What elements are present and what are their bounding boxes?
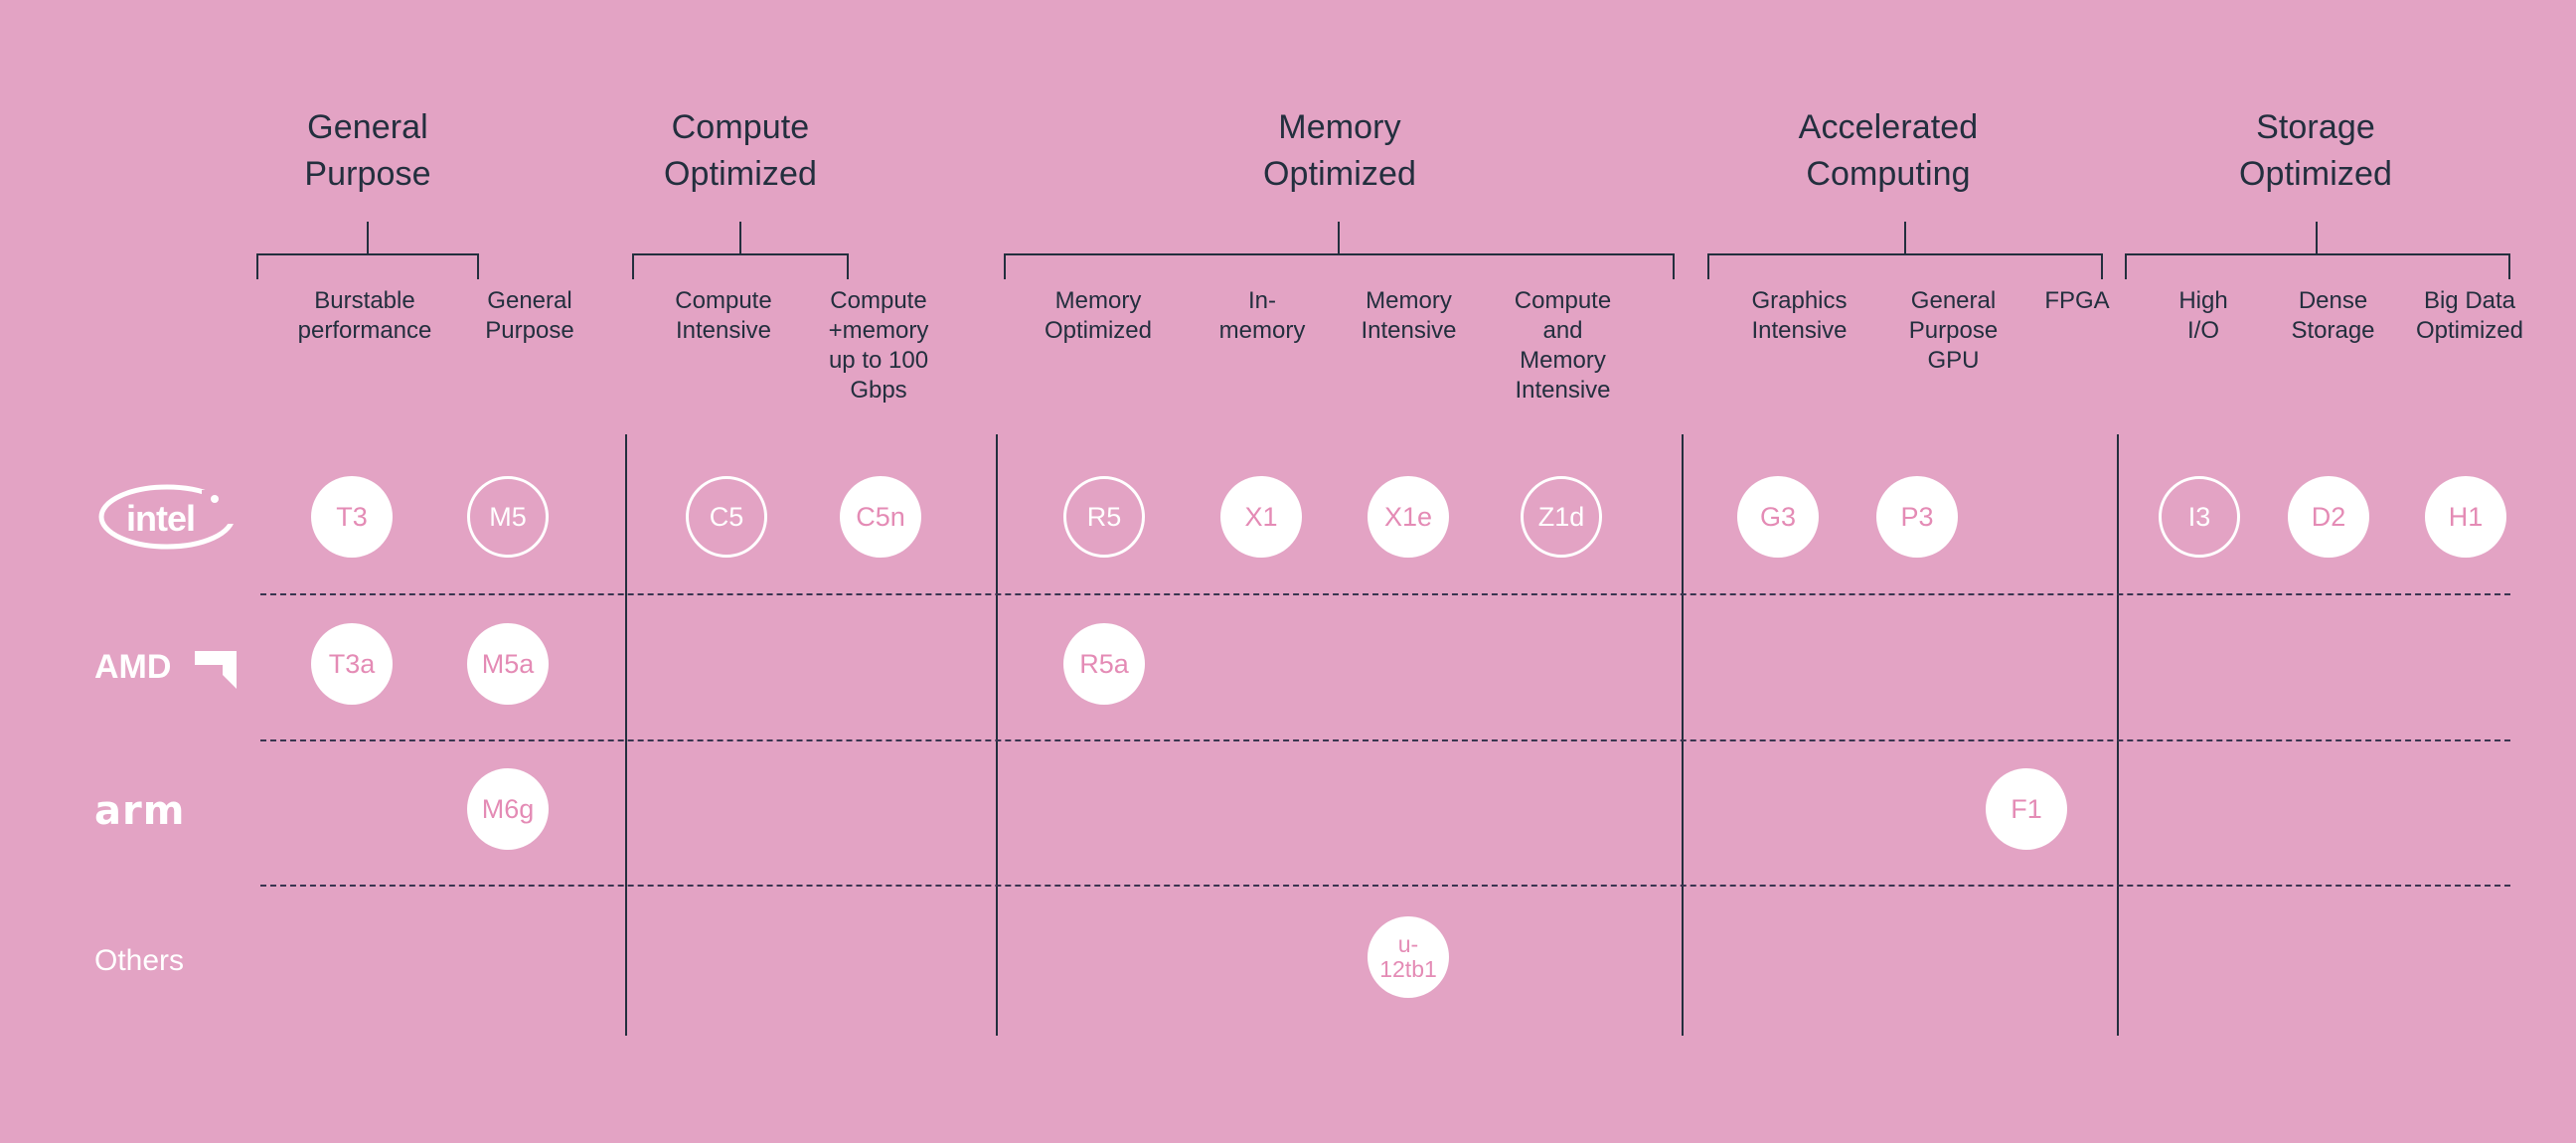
sublabel-dense-storage: Dense Storage — [2291, 287, 2375, 344]
chip-label: u- 12tb1 — [1379, 931, 1437, 982]
chip-c5n[interactable]: C5n — [840, 476, 921, 558]
vendor-label-others: Others — [94, 944, 185, 977]
chip-u-12tb1[interactable]: u- 12tb1 — [1368, 916, 1449, 998]
chip-label: D2 — [2311, 501, 2346, 532]
chip-f1[interactable]: F1 — [1986, 768, 2067, 850]
chip-i3[interactable]: I3 — [2159, 476, 2240, 558]
sublabel-general-purpose: General Purpose — [485, 287, 574, 344]
sublabel-compute-memory-100gbps: Compute +memory up to 100 Gbps — [828, 287, 929, 404]
sublabel-compute-intensive: Compute Intensive — [675, 287, 772, 344]
section-divider-1 — [625, 434, 627, 1036]
chip-m5a[interactable]: M5a — [467, 623, 549, 705]
group-title-storage-optimized: Storage Optimized — [2239, 108, 2392, 193]
chip-r5[interactable]: R5 — [1063, 476, 1145, 558]
chip-x1e[interactable]: X1e — [1368, 476, 1449, 558]
chip-label: X1 — [1244, 501, 1278, 532]
chip-label: C5n — [856, 501, 905, 532]
sublabel-compute-and-memory-intensive: Compute and Memory Intensive — [1514, 287, 1612, 404]
chip-t3a[interactable]: T3a — [311, 623, 393, 705]
group-title-compute-optimized: Compute Optimized — [664, 108, 817, 193]
chip-z1d[interactable]: Z1d — [1521, 476, 1602, 558]
sublabel-high-io: High I/O — [2178, 287, 2228, 344]
chip-g3[interactable]: G3 — [1737, 476, 1819, 558]
chip-t3[interactable]: T3 — [311, 476, 393, 558]
sublabel-in-memory: In- memory — [1218, 287, 1306, 344]
chip-p3[interactable]: P3 — [1876, 476, 1958, 558]
chip-label: R5a — [1079, 648, 1129, 679]
chip-label: Z1d — [1537, 501, 1585, 532]
section-divider-2 — [996, 434, 998, 1036]
vendor-logo-amd: AMD — [94, 641, 243, 691]
vendor-logo-arm: arm — [94, 785, 243, 835]
section-divider-4 — [2117, 434, 2119, 1036]
chip-label: C5 — [709, 501, 744, 532]
sublabel-memory-optimized: Memory Optimized — [1044, 287, 1153, 344]
chip-label: T3a — [328, 648, 376, 679]
chip-label: H1 — [2448, 501, 2484, 532]
chip-m5[interactable]: M5 — [467, 476, 549, 558]
chip-label: I3 — [2187, 501, 2211, 532]
row-divider-arm-others — [260, 885, 2510, 887]
chip-label: T3 — [336, 501, 368, 532]
chip-label: P3 — [1900, 501, 1934, 532]
chip-r5a[interactable]: R5a — [1063, 623, 1145, 705]
row-divider-amd-arm — [260, 739, 2510, 741]
chip-m6g[interactable]: M6g — [467, 768, 549, 850]
sublabel-burstable-performance: Burstable performance — [297, 287, 432, 344]
chip-label: M6g — [481, 793, 535, 824]
chip-x1[interactable]: X1 — [1220, 476, 1302, 558]
chip-label: M5a — [481, 648, 535, 679]
sublabel-big-data-optimized: Big Data Optimized — [2415, 287, 2524, 344]
chip-label: X1e — [1383, 501, 1433, 532]
group-title-general-purpose: General Purpose — [304, 108, 431, 193]
row-divider-intel-amd — [260, 593, 2510, 595]
chip-label: F1 — [2011, 793, 2042, 824]
chip-label: R5 — [1086, 501, 1122, 532]
chip-label: G3 — [1759, 501, 1797, 532]
sublabel-graphics-intensive: Graphics Intensive — [1751, 287, 1848, 344]
group-title-accelerated-computing: Accelerated Computing — [1798, 108, 1979, 193]
svg-text:AMD: AMD — [94, 648, 171, 686]
sublabel-general-purpose-gpu: General Purpose GPU — [1908, 287, 1999, 374]
group-title-memory-optimized: Memory Optimized — [1263, 108, 1416, 193]
section-divider-3 — [1682, 434, 1684, 1036]
chip-label: M5 — [489, 501, 527, 532]
vendor-logo-intel: intel — [94, 482, 243, 552]
sublabel-memory-intensive: Memory Intensive — [1361, 287, 1457, 344]
chip-d2[interactable]: D2 — [2288, 476, 2369, 558]
sublabel-fpga: FPGA — [2044, 287, 2110, 314]
chip-h1[interactable]: H1 — [2425, 476, 2506, 558]
svg-text:intel: intel — [126, 498, 195, 539]
svg-text:arm: arm — [94, 788, 185, 834]
chip-c5[interactable]: C5 — [686, 476, 767, 558]
